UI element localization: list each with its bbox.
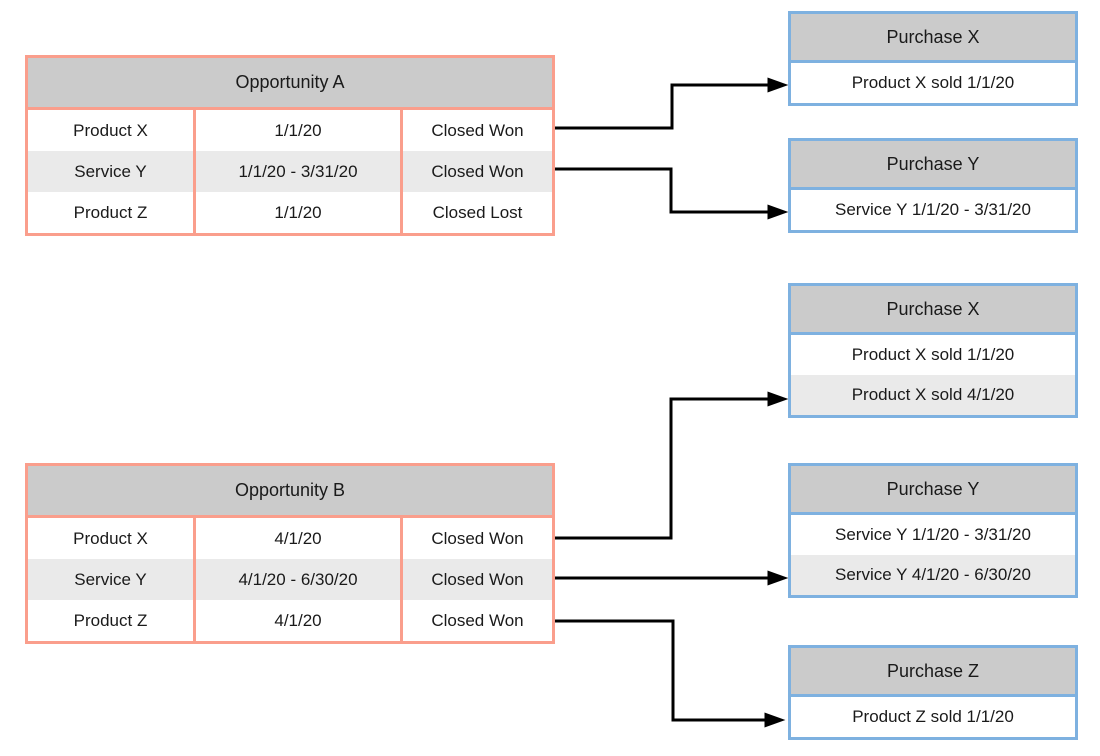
connector-arrow-a-servicey: [555, 167, 789, 220]
status-cell: Closed Won: [431, 161, 524, 181]
status-cell: Closed Lost: [432, 202, 523, 222]
purchase-row: Product X sold 4/1/20: [791, 375, 1075, 415]
table-row: Service Y 4/1/20 - 6/30/20 Closed Won: [28, 559, 552, 600]
table-row: Service Y 1/1/20 - 3/31/20 Closed Won: [28, 151, 552, 192]
connector-arrow-a-productx: [555, 77, 789, 130]
purchase-y-top-box: Purchase Y Service Y 1/1/20 - 3/31/20: [788, 138, 1078, 233]
product-cell: Product Z: [73, 610, 148, 630]
connector-arrow-b-productz: [555, 619, 786, 728]
opportunity-a-table: Opportunity A Product X 1/1/20 Closed Wo…: [25, 55, 555, 236]
product-cell: Service Y: [74, 161, 147, 181]
date-cell: 4/1/20 - 6/30/20: [193, 559, 403, 600]
purchase-row: Product X sold 1/1/20: [851, 345, 1015, 364]
product-cell: Product X: [73, 528, 148, 548]
purchase-x-middle-header: Purchase X: [791, 286, 1075, 335]
purchase-y-bottom-header: Purchase Y: [791, 466, 1075, 515]
opportunity-a-title: Opportunity A: [235, 72, 345, 92]
table-row: Product X 1/1/20 Closed Won: [28, 110, 552, 151]
date-cell: 4/1/20: [193, 518, 403, 559]
table-row: Product X 4/1/20 Closed Won: [28, 518, 552, 559]
status-cell: Closed Won: [431, 569, 524, 589]
date-cell: 1/1/20: [193, 110, 403, 151]
purchase-title: Purchase X: [886, 26, 980, 47]
purchase-title: Purchase Y: [886, 478, 980, 499]
purchase-row: Service Y 1/1/20 - 3/31/20: [835, 200, 1031, 219]
opportunity-b-table: Opportunity B Product X 4/1/20 Closed Wo…: [25, 463, 555, 644]
opportunity-b-title: Opportunity B: [234, 480, 346, 500]
purchase-title: Purchase Z: [886, 660, 980, 681]
product-cell: Product Z: [73, 202, 148, 222]
table-row: Product Z 1/1/20 Closed Lost: [28, 192, 552, 233]
status-cell: Closed Won: [431, 610, 524, 630]
status-cell: Closed Won: [431, 120, 524, 140]
purchase-z-box: Purchase Z Product Z sold 1/1/20: [788, 645, 1078, 740]
purchase-row: Product Z sold 1/1/20: [852, 707, 1014, 726]
opportunity-b-header: Opportunity B: [28, 466, 552, 518]
purchase-x-top-header: Purchase X: [791, 14, 1075, 63]
status-cell: Closed Won: [431, 528, 524, 548]
connector-arrow-b-productx: [555, 391, 789, 540]
purchase-x-middle-box: Purchase X Product X sold 1/1/20 Product…: [788, 283, 1078, 418]
purchase-row: Service Y 4/1/20 - 6/30/20: [791, 555, 1075, 595]
purchase-row: Product X sold 1/1/20: [851, 73, 1015, 92]
product-cell: Service Y: [74, 569, 147, 589]
date-cell: 1/1/20 - 3/31/20: [193, 151, 403, 192]
purchase-y-bottom-box: Purchase Y Service Y 1/1/20 - 3/31/20 Se…: [788, 463, 1078, 598]
product-cell: Product X: [73, 120, 148, 140]
purchase-y-top-header: Purchase Y: [791, 141, 1075, 190]
opportunity-a-header: Opportunity A: [28, 58, 552, 110]
purchase-row: Service Y 1/1/20 - 3/31/20: [835, 525, 1031, 544]
purchase-title: Purchase X: [886, 298, 980, 319]
purchase-z-header: Purchase Z: [791, 648, 1075, 697]
date-cell: 4/1/20: [193, 600, 403, 641]
purchase-x-top-box: Purchase X Product X sold 1/1/20: [788, 11, 1078, 106]
date-cell: 1/1/20: [193, 192, 403, 233]
table-row: Product Z 4/1/20 Closed Won: [28, 600, 552, 641]
purchase-title: Purchase Y: [886, 153, 980, 174]
